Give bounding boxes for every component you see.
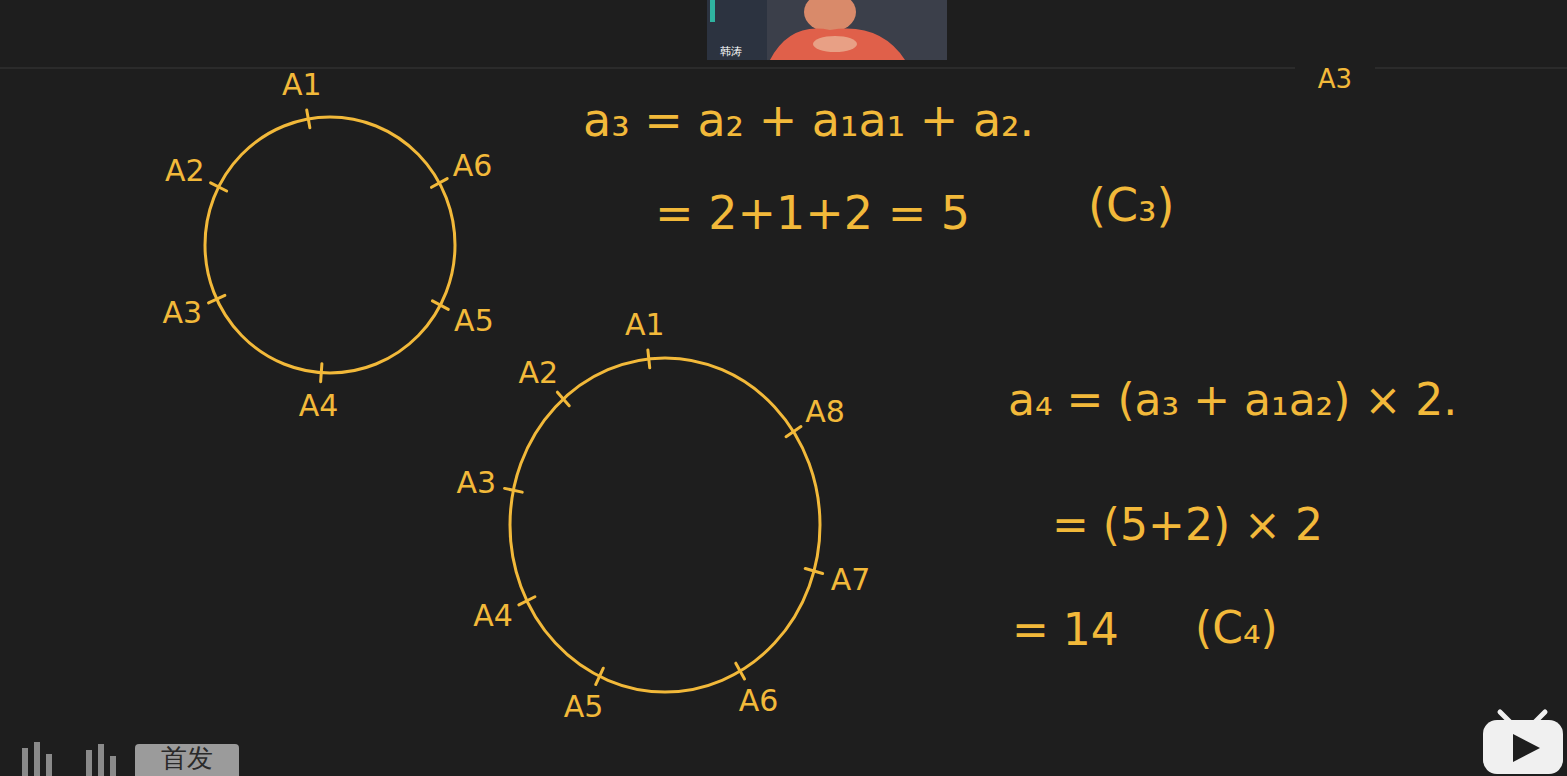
- point-label: A4: [299, 389, 339, 424]
- watermark-logo: [22, 742, 239, 776]
- watermark: 首发: [161, 744, 213, 774]
- point-tick: [432, 301, 448, 309]
- point-label: A5: [564, 690, 604, 725]
- point-tick: [805, 569, 822, 574]
- point-tick: [505, 488, 523, 492]
- equation-note: (C₃): [1088, 179, 1174, 232]
- point-label: A3: [456, 466, 496, 501]
- equation-note: (C₄): [1195, 603, 1278, 654]
- equation: = (5+2) × 2: [1052, 500, 1323, 551]
- bilibili-logo: [1483, 712, 1563, 774]
- webcam-name: 韩涛: [720, 46, 742, 59]
- point-label: A3: [162, 296, 202, 331]
- point-label: A1: [282, 68, 322, 103]
- point-label: A2: [165, 154, 205, 189]
- divider-line: [0, 67, 1295, 69]
- point-tick: [557, 392, 569, 406]
- circle-outline: [205, 117, 455, 373]
- point-label: A5: [454, 304, 494, 339]
- point-tick: [648, 350, 650, 368]
- webcam-thumbnail: [707, 0, 947, 60]
- equation: a₄ = (a₃ + a₁a₂) × 2.: [1008, 375, 1457, 426]
- point-tick: [431, 179, 447, 188]
- equation: a₃ = a₂ + a₁a₁ + a₂.: [583, 94, 1034, 147]
- equation: = 14: [1012, 605, 1119, 656]
- point-label: A8: [805, 395, 845, 430]
- point-tick: [736, 663, 745, 679]
- point-tick: [519, 597, 535, 605]
- point-label: A1: [625, 308, 665, 343]
- point-tick: [786, 427, 801, 437]
- divider-line: [1375, 67, 1567, 69]
- point-tick: [596, 668, 604, 684]
- point-label: A7: [831, 563, 871, 598]
- point-tick: [321, 364, 322, 382]
- point-label: A6: [739, 684, 779, 719]
- point-label: A4: [473, 599, 513, 634]
- point-tick: [211, 183, 227, 191]
- point-tick: [209, 295, 225, 303]
- point-label: A2: [519, 356, 559, 391]
- point-label: A6: [453, 149, 493, 184]
- circle-outline: [510, 358, 820, 692]
- equation: = 2+1+2 = 5: [655, 187, 970, 240]
- point-tick: [307, 110, 310, 128]
- point-label: A3: [1318, 65, 1352, 95]
